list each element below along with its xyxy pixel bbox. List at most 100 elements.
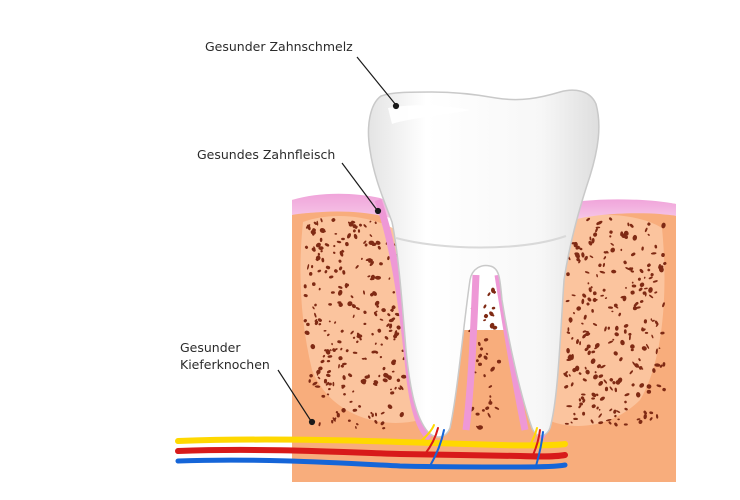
bone-pore bbox=[372, 382, 378, 386]
bone-pore bbox=[325, 349, 331, 355]
bone-pore bbox=[623, 324, 629, 328]
bone-pore bbox=[348, 221, 351, 225]
bone-pore bbox=[590, 358, 596, 364]
bone-pore bbox=[634, 363, 639, 368]
bone-pore bbox=[659, 364, 663, 368]
bone-pore bbox=[309, 373, 313, 378]
bone-pore bbox=[351, 304, 356, 309]
bone-pore bbox=[363, 310, 367, 314]
bone-pore bbox=[639, 282, 645, 288]
bone-pore bbox=[310, 229, 316, 235]
bone-pore bbox=[476, 425, 481, 430]
bone-pore bbox=[571, 337, 574, 340]
bone-pore bbox=[391, 370, 395, 373]
bone-pore bbox=[600, 364, 606, 369]
leader-bone bbox=[277, 369, 312, 422]
bone-pore bbox=[630, 270, 635, 273]
bone-pore bbox=[338, 356, 343, 361]
bone-pore bbox=[613, 303, 618, 308]
bone-pore bbox=[649, 411, 654, 415]
bone-pore bbox=[314, 385, 321, 388]
bone-pore bbox=[655, 414, 659, 419]
bone-pore bbox=[592, 323, 598, 326]
bone-pore bbox=[398, 387, 402, 390]
bone-pore bbox=[586, 302, 590, 306]
bone-pore bbox=[624, 400, 627, 404]
bone-pore bbox=[582, 378, 587, 382]
label-enamel: Gesunder Zahnschmelz bbox=[205, 39, 353, 54]
bone-pore bbox=[313, 221, 318, 225]
bone-pore bbox=[608, 421, 612, 425]
bone-pore bbox=[573, 412, 576, 416]
bone-pore bbox=[379, 355, 383, 359]
bone-pore bbox=[320, 218, 323, 223]
bone-pore bbox=[320, 249, 323, 253]
bone-pore bbox=[631, 284, 637, 288]
bone-pore bbox=[338, 364, 340, 369]
bone-pore bbox=[587, 282, 590, 285]
bone-pore bbox=[580, 396, 585, 400]
bone-pore bbox=[616, 410, 621, 413]
bone-pore bbox=[324, 349, 327, 352]
bone-pore bbox=[647, 268, 651, 272]
bone-pore bbox=[614, 332, 619, 337]
bone-pore bbox=[368, 240, 375, 245]
bone-pore bbox=[326, 373, 331, 377]
bone-pore bbox=[658, 266, 664, 273]
bone-pore bbox=[606, 250, 609, 254]
bone-pore bbox=[490, 366, 495, 372]
bone-pore bbox=[661, 253, 665, 257]
bone-pore bbox=[326, 359, 331, 363]
bone-pore bbox=[572, 311, 576, 315]
bone-pore bbox=[582, 399, 586, 403]
bone-pore bbox=[591, 238, 595, 244]
bone-pore bbox=[314, 320, 319, 326]
bone-pore bbox=[610, 247, 615, 253]
bone-pore bbox=[380, 411, 385, 415]
bone-pore bbox=[644, 292, 647, 297]
bone-pore bbox=[352, 408, 358, 412]
bone-pore bbox=[326, 333, 330, 337]
bone-pore bbox=[481, 409, 485, 412]
bone-pore bbox=[624, 393, 630, 397]
bone-pore bbox=[379, 262, 383, 266]
bone-pore bbox=[615, 380, 621, 385]
bone-pore bbox=[582, 333, 587, 339]
bone-pore bbox=[646, 384, 652, 389]
bone-pore bbox=[656, 384, 662, 388]
bone-pore bbox=[363, 290, 365, 295]
bone-pore bbox=[483, 374, 486, 378]
bone-pore bbox=[567, 355, 573, 360]
bone-pore bbox=[618, 312, 622, 317]
bone-pore bbox=[648, 276, 653, 280]
bone-pore bbox=[595, 393, 599, 397]
bone-pore bbox=[623, 230, 629, 236]
bone-pore bbox=[564, 371, 568, 375]
bone-pore bbox=[399, 385, 404, 391]
bone-pore bbox=[325, 381, 330, 386]
bone-pore bbox=[312, 381, 318, 386]
bone-pore bbox=[604, 386, 609, 392]
bone-pore bbox=[350, 295, 354, 299]
bone-pore bbox=[351, 220, 356, 224]
bone-pore bbox=[654, 363, 661, 367]
bone-pore bbox=[610, 242, 614, 246]
bone-pore bbox=[612, 338, 615, 341]
bone-pore bbox=[604, 297, 608, 299]
bone-pore bbox=[323, 378, 328, 384]
bone-pore bbox=[654, 244, 658, 249]
bone-pore bbox=[310, 344, 316, 350]
bone-pore bbox=[638, 419, 643, 424]
bone-pore bbox=[596, 274, 598, 278]
bone-pore bbox=[303, 284, 307, 289]
bone-pore bbox=[638, 358, 641, 362]
bone-pore bbox=[591, 309, 594, 313]
bone-pore bbox=[590, 419, 594, 424]
bone-pore bbox=[361, 378, 367, 384]
bone-pore bbox=[584, 255, 588, 261]
bone-pore bbox=[623, 260, 627, 265]
bone-pore bbox=[663, 261, 667, 266]
bone-pore bbox=[352, 224, 357, 229]
bone-pore bbox=[336, 412, 340, 418]
bone-pore bbox=[392, 291, 396, 294]
